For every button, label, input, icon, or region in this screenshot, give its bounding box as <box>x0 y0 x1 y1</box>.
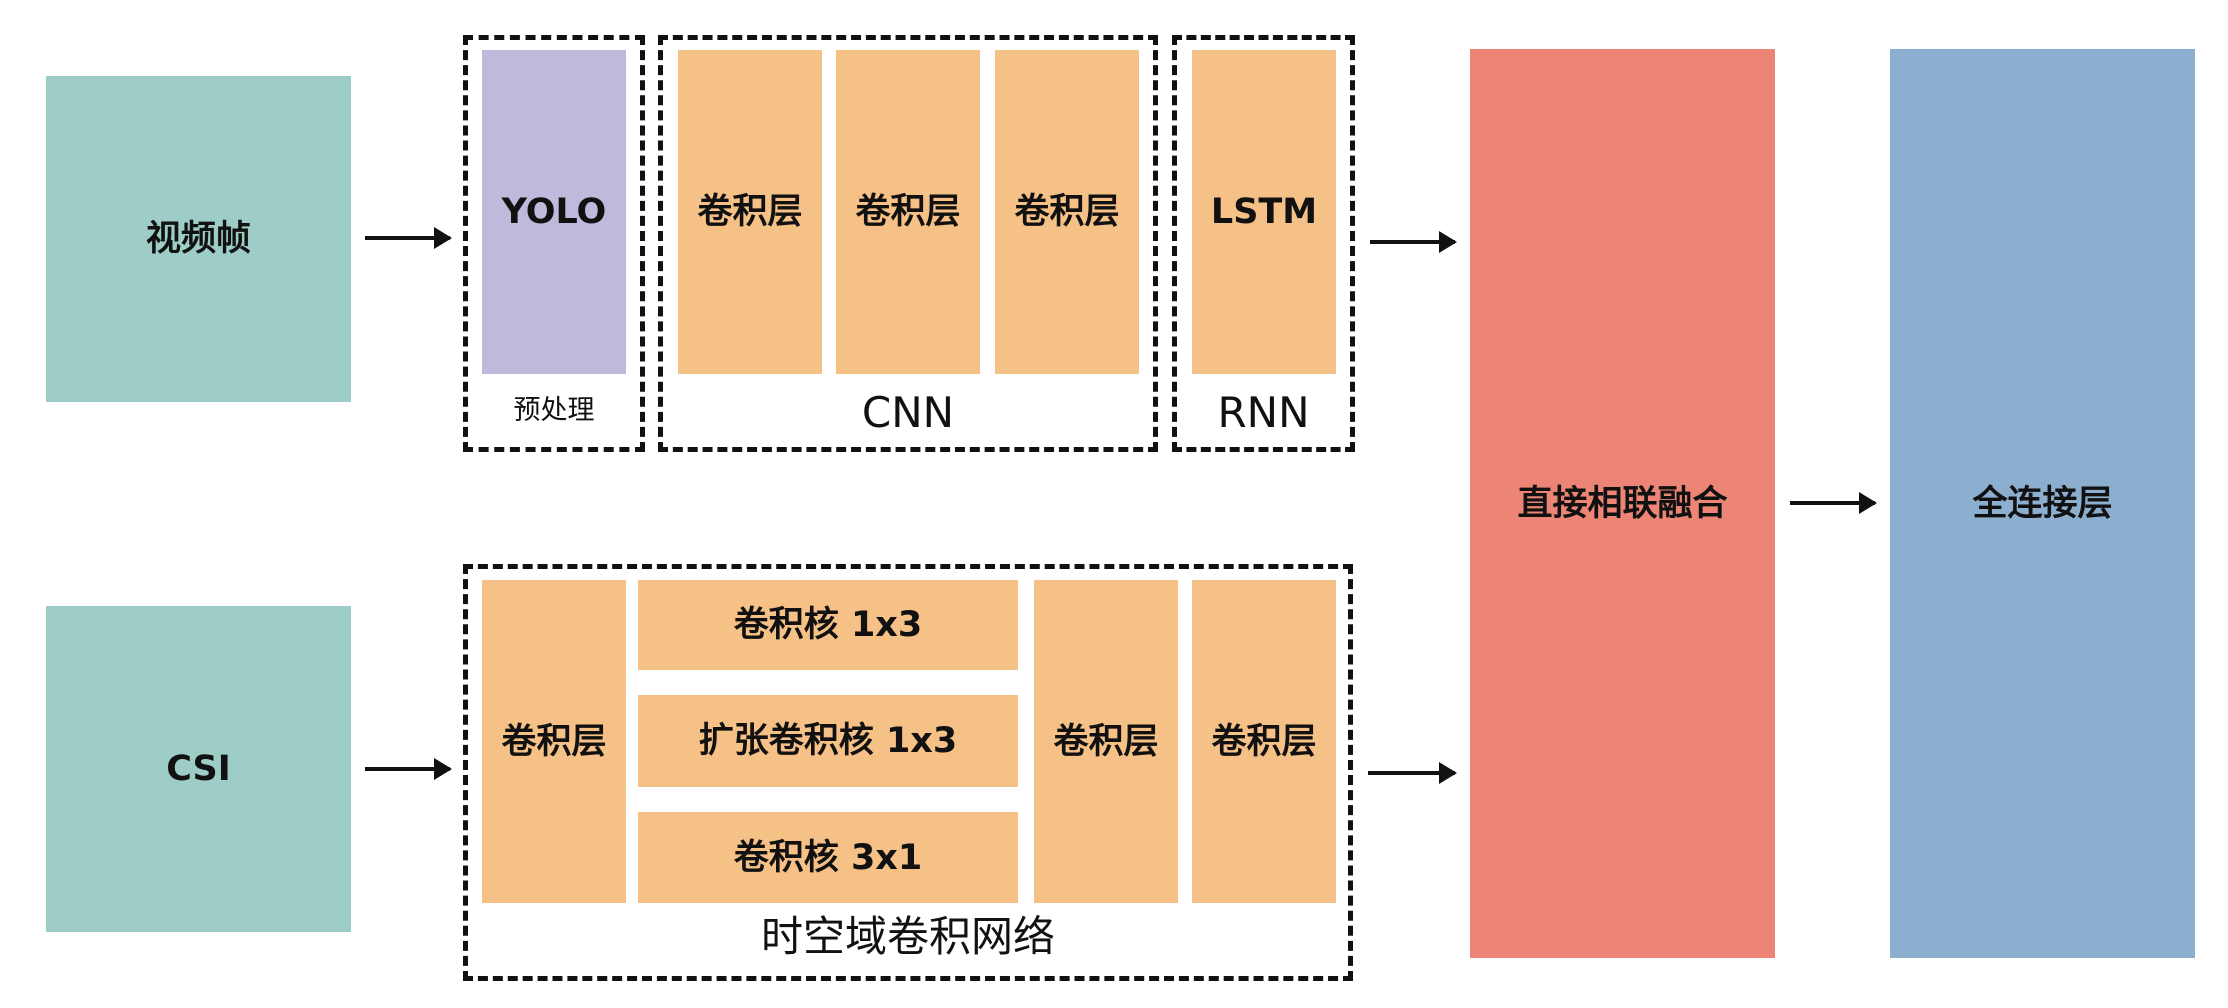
cnn-conv-layer-2-label: 卷积层 <box>855 192 961 232</box>
cnn-conv-layer-2: 卷积层 <box>836 50 980 374</box>
arrow-fusion-to-fc <box>1790 492 1877 514</box>
spatiotemporal-group <box>463 564 1353 981</box>
cnn-conv-layer-3: 卷积层 <box>995 50 1139 374</box>
lstm-label: LSTM <box>1210 192 1318 232</box>
st-conv-layer-first: 卷积层 <box>482 580 626 903</box>
cnn-group <box>658 35 1158 452</box>
dilated-kernel-1x3-label: 扩张卷积核 1x3 <box>698 721 958 761</box>
spatiotemporal-caption: 时空域卷积网络 <box>760 912 1055 961</box>
fusion-label: 直接相联融合 <box>1517 483 1728 524</box>
preprocess-caption: 预处理 <box>513 394 595 426</box>
st-conv-layer-2-label: 卷积层 <box>1053 721 1159 762</box>
preprocess-group <box>463 35 645 452</box>
rnn-caption: RNN <box>1217 388 1310 437</box>
st-conv-layer-first-label: 卷积层 <box>501 721 607 762</box>
st-conv-layer-2: 卷积层 <box>1034 580 1178 903</box>
yolo-label: YOLO <box>501 192 607 232</box>
cnn-conv-layer-3-label: 卷积层 <box>1014 192 1120 232</box>
video-frame-label: 视频帧 <box>145 219 251 259</box>
dilated-kernel-1x3: 扩张卷积核 1x3 <box>638 695 1018 787</box>
kernel-1x3-label: 卷积核 1x3 <box>733 605 923 645</box>
kernel-1x3: 卷积核 1x3 <box>638 580 1018 670</box>
kernel-3x1: 卷积核 3x1 <box>638 812 1018 903</box>
st-conv-layer-3-label: 卷积层 <box>1211 721 1317 762</box>
cnn-caption: CNN <box>861 388 955 437</box>
arrow-spatiotemporal-to-fusion <box>1368 762 1457 784</box>
cnn-conv-layer-1: 卷积层 <box>678 50 822 374</box>
video-frame-input: 视频帧 <box>46 76 351 402</box>
lstm-block: LSTM <box>1192 50 1336 374</box>
csi-input: CSI <box>46 606 351 932</box>
kernel-3x1-label: 卷积核 3x1 <box>733 837 923 878</box>
cnn-conv-layer-1-label: 卷积层 <box>697 192 803 232</box>
csi-label: CSI <box>166 749 231 789</box>
yolo-block: YOLO <box>482 50 626 374</box>
st-conv-layer-3: 卷积层 <box>1192 580 1336 903</box>
arrow-csi-to-spatiotemporal <box>365 758 452 780</box>
fully-connected-label: 全连接层 <box>1972 483 2113 524</box>
arrow-rnn-to-fusion <box>1370 231 1457 253</box>
rnn-group <box>1172 35 1355 452</box>
arrow-video-to-preprocess <box>365 227 452 249</box>
fully-connected-block: 全连接层 <box>1890 49 2195 958</box>
fusion-block: 直接相联融合 <box>1470 49 1775 958</box>
